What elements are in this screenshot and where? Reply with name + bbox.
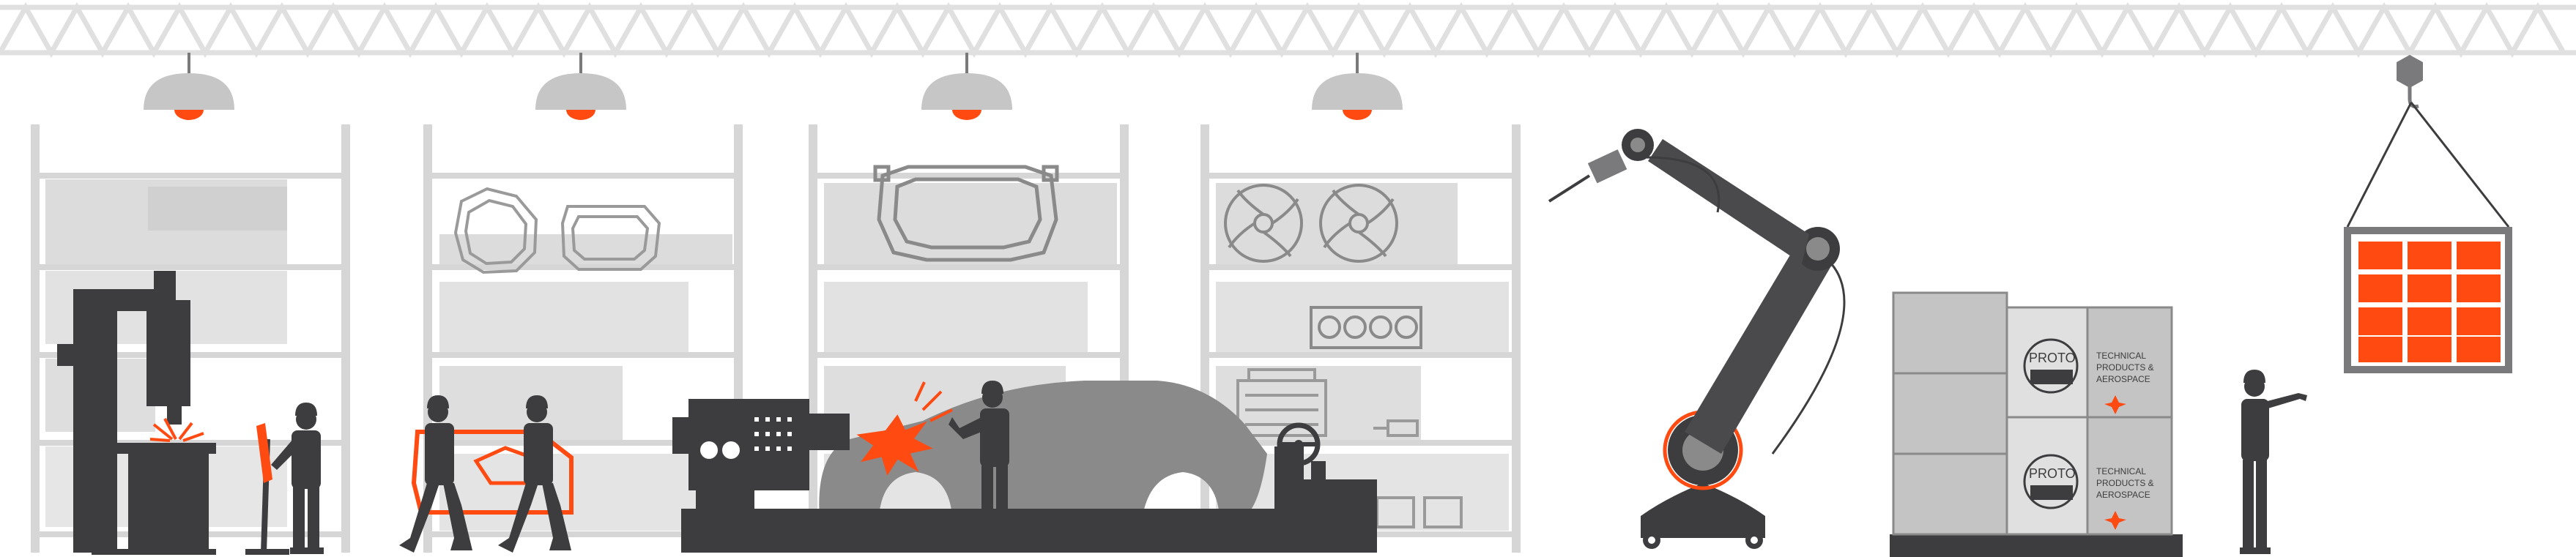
press-machine: [57, 271, 216, 555]
svg-text:TECHNICAL: TECHNICAL: [2096, 351, 2146, 361]
steering-wheel-icon: [1277, 422, 1321, 466]
lamp-icon: [144, 53, 234, 120]
ceiling-truss: [0, 1, 2576, 59]
crane-hook-load: [2344, 55, 2512, 373]
lamp-icon: [1312, 53, 1403, 120]
ceiling-lamps: [144, 53, 1403, 120]
control-panel-machine: [672, 399, 850, 509]
worker-figure: [399, 395, 472, 553]
svg-text:PRODUCTS &: PRODUCTS &: [2096, 362, 2154, 373]
workers-carrying-part: [399, 395, 574, 553]
car-body: [819, 381, 1267, 527]
crate-logo: PROTO TECHNICAL PRODUCTS & AEROSPACE: [2023, 454, 2154, 530]
worker-figure: [949, 381, 1009, 509]
pallet-crates: PROTO TECHNICAL PRODUCTS & AEROSPACE PRO…: [1890, 291, 2183, 557]
robot-arm: [1548, 129, 1846, 549]
worker-figure: [498, 395, 571, 553]
lamp-icon: [535, 53, 626, 120]
worker-figure: [2240, 370, 2307, 554]
welding-sparks-icon: [149, 418, 204, 442]
worker-figure: [271, 403, 324, 554]
brake-part-icon: [1373, 419, 1463, 528]
svg-text:TECHNICAL: TECHNICAL: [2096, 466, 2146, 476]
control-stand: [245, 423, 289, 555]
svg-text:AEROSPACE: AEROSPACE: [2096, 374, 2150, 384]
svg-text:AEROSPACE: AEROSPACE: [2096, 490, 2150, 500]
fan-icon: [1224, 184, 1398, 263]
car-part-outline-icon: [453, 187, 661, 274]
welding-sparks-icon: [856, 381, 953, 476]
svg-text:PRODUCTS &: PRODUCTS &: [2096, 478, 2154, 488]
engine-block-icon: [1310, 306, 1422, 349]
crate-logo: PROTO TECHNICAL PRODUCTS & AEROSPACE: [2023, 338, 2154, 414]
svg-text:PROTO: PROTO: [2029, 466, 2076, 481]
svg-text:PROTO: PROTO: [2029, 351, 2076, 365]
lamp-icon: [921, 53, 1012, 120]
assembly-line: [672, 381, 1377, 553]
subframe-outline-icon: [873, 165, 1059, 262]
